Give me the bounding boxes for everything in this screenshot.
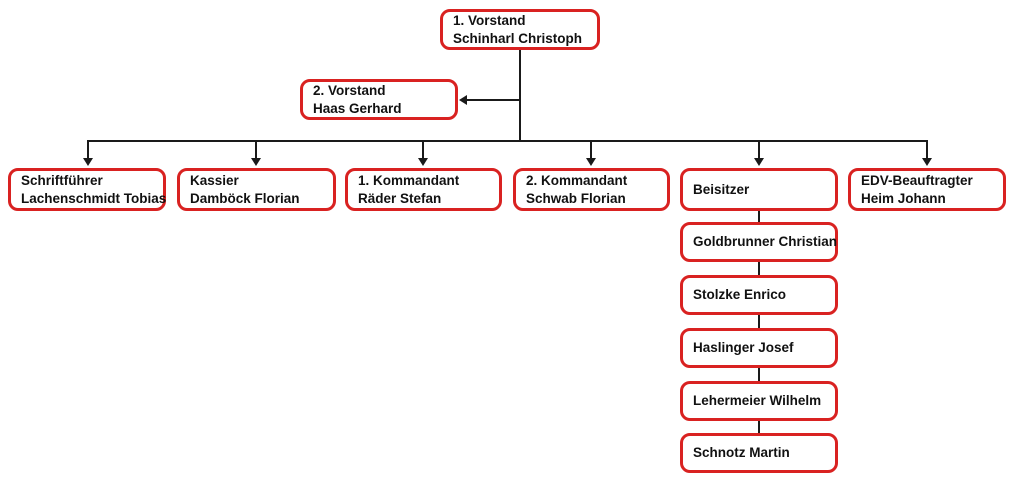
node-kommandant-1: 1. Kommandant Räder Stefan	[345, 168, 502, 211]
connector-rail-horizontal	[87, 140, 928, 142]
role-title: 2. Vorstand	[313, 82, 386, 98]
connector-drop-kassier	[255, 140, 257, 159]
node-beisitzer-member-2: Stolzke Enrico	[680, 275, 838, 315]
arrowhead-vorstand2	[459, 95, 467, 105]
arrowhead-kassier	[251, 158, 261, 166]
person-name: Lehermeier Wilhelm	[693, 393, 822, 408]
person-name: Damböck Florian	[190, 190, 300, 206]
person-name: Schnotz Martin	[693, 445, 790, 460]
connector-top-vertical	[519, 50, 521, 140]
connector-drop-edv	[926, 140, 928, 159]
person-name: Heim Johann	[861, 190, 946, 206]
node-kommandant-2: 2. Kommandant Schwab Florian	[513, 168, 670, 211]
node-beisitzer: Beisitzer	[680, 168, 838, 211]
node-kassier: Kassier Damböck Florian	[177, 168, 336, 211]
person-name: Räder Stefan	[358, 190, 442, 206]
person-name: Haslinger Josef	[693, 340, 794, 355]
node-vorstand-2: 2. Vorstand Haas Gerhard	[300, 79, 458, 120]
arrowhead-beisitzer	[754, 158, 764, 166]
role-title: Beisitzer	[693, 181, 750, 197]
node-edv-beauftragter: EDV-Beauftragter Heim Johann	[848, 168, 1006, 211]
person-name: Lachenschmidt Tobias	[21, 190, 167, 206]
connector-member-4	[758, 368, 760, 381]
connector-member-2	[758, 262, 760, 275]
connector-drop-kommandant1	[422, 140, 424, 159]
person-name: Haas Gerhard	[313, 100, 402, 116]
role-title: EDV-Beauftragter	[861, 172, 973, 188]
connector-vorstand2-horizontal	[467, 99, 520, 101]
person-name: Schwab Florian	[526, 190, 626, 206]
role-title: 2. Kommandant	[526, 172, 628, 188]
node-beisitzer-member-1: Goldbrunner Christian	[680, 222, 838, 262]
connector-member-1	[758, 211, 760, 222]
connector-member-3	[758, 315, 760, 328]
person-name: Schinharl Christoph	[453, 30, 583, 46]
node-vorstand-1: 1. Vorstand Schinharl Christoph	[440, 9, 600, 50]
arrowhead-kommandant2	[586, 158, 596, 166]
node-beisitzer-member-3: Haslinger Josef	[680, 328, 838, 368]
arrowhead-edv	[922, 158, 932, 166]
role-title: 1. Vorstand	[453, 12, 526, 28]
connector-member-5	[758, 421, 760, 433]
person-name: Goldbrunner Christian	[693, 234, 838, 249]
arrowhead-schriftfuehrer	[83, 158, 93, 166]
connector-drop-beisitzer	[758, 140, 760, 159]
node-schriftfuehrer: Schriftführer Lachenschmidt Tobias	[8, 168, 166, 211]
node-beisitzer-member-4: Lehermeier Wilhelm	[680, 381, 838, 421]
arrowhead-kommandant1	[418, 158, 428, 166]
role-title: 1. Kommandant	[358, 172, 460, 188]
node-beisitzer-member-5: Schnotz Martin	[680, 433, 838, 473]
connector-drop-schriftfuehrer	[87, 140, 89, 159]
person-name: Stolzke Enrico	[693, 287, 787, 302]
role-title: Kassier	[190, 172, 239, 188]
connector-drop-kommandant2	[590, 140, 592, 159]
role-title: Schriftführer	[21, 172, 103, 188]
